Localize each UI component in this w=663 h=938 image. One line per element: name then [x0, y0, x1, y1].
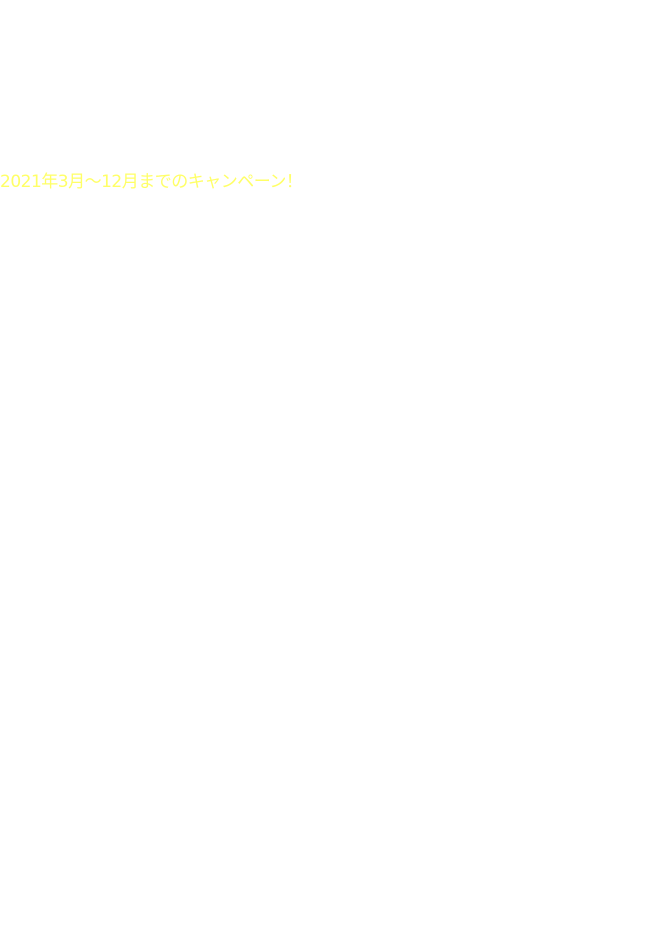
campaign-period-text: 2021年3月～12月までのキャンペーン！ [0, 172, 303, 192]
